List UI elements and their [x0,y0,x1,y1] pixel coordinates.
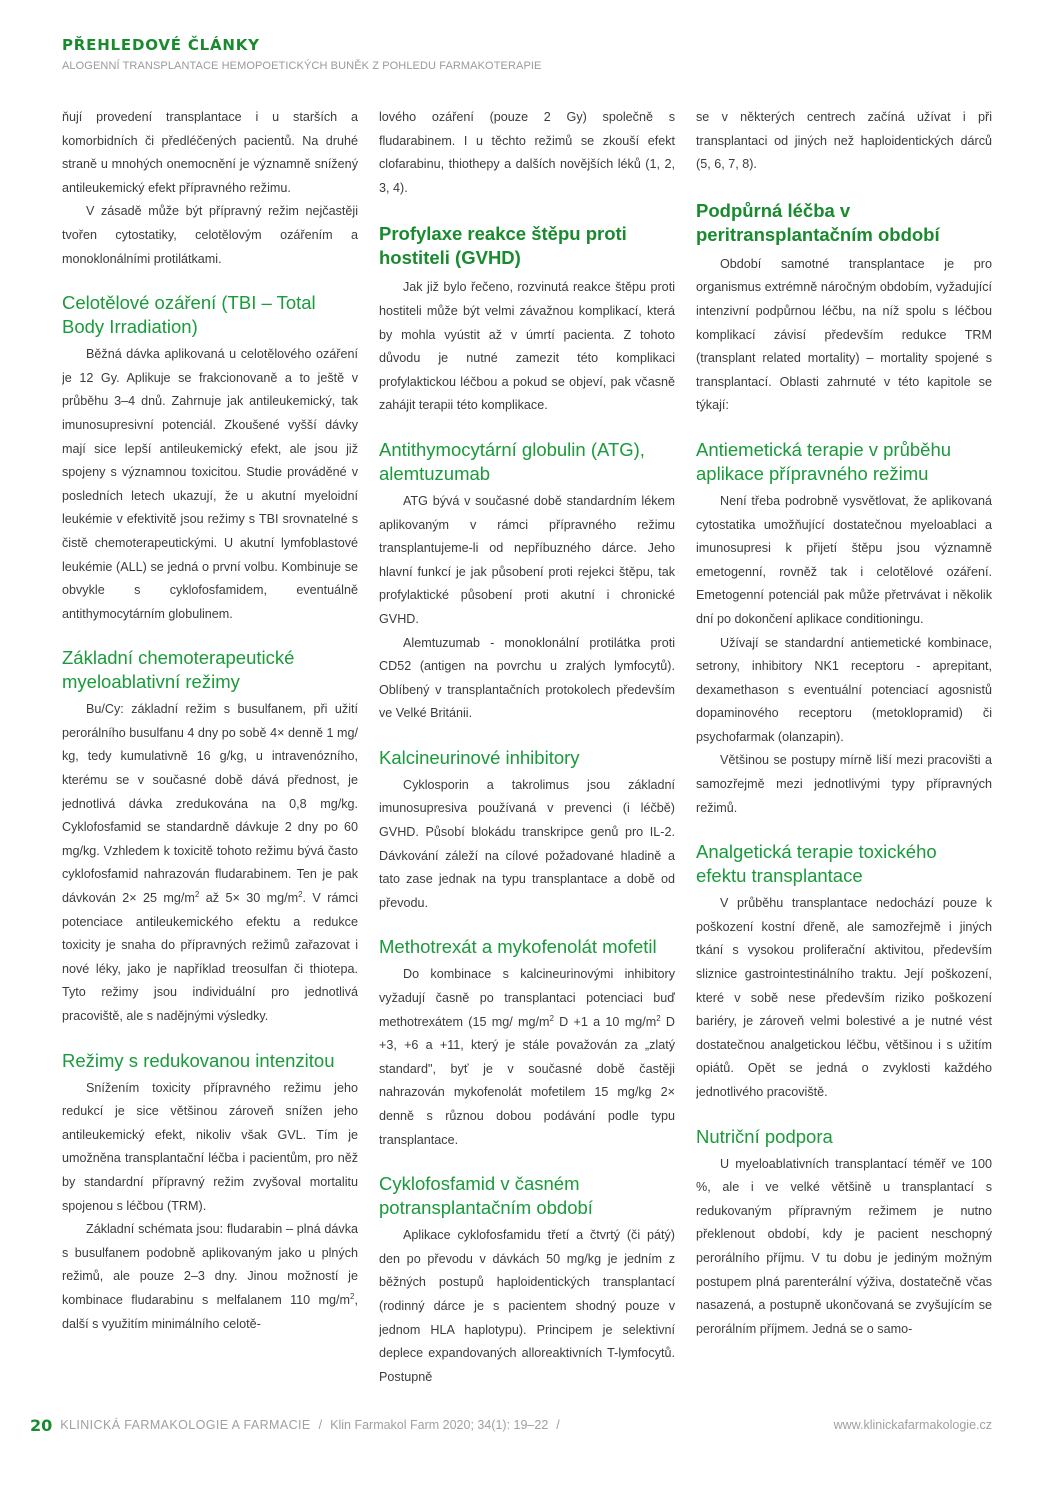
paragraph: Není třeba podrobně vysvětlovat, že apli… [696,493,992,626]
heading-supportive-care: Podpůrná léčba v peritransplantačním obd… [696,199,940,245]
section-label: PŘEHLEDOVÉ ČLÁNKY [62,36,260,54]
text-run: až 5× 30 mg/m [199,891,299,906]
text-run: Bu/Cy: základní režim s busulfanem, při … [62,702,358,906]
website-link[interactable]: www.klinickafarmakologie.cz [833,1418,992,1432]
paragraph: Alemtuzumab - monoklonální protilátka pr… [379,635,675,721]
running-title: ALOGENNÍ TRANSPLANTACE HEMOPOETICKÝCH BU… [62,60,542,72]
column-3: se v některých centrech začíná užívat i … [696,106,992,1394]
paragraph: ňují provedení transplantace i u staršíc… [62,110,358,195]
text-run: D +3, +6 a +11, který je stále považován… [379,1014,675,1147]
page-header: PŘEHLEDOVÉ ČLÁNKY ALOGENNÍ TRANSPLANTACE… [62,36,992,72]
footer-left: 20 KLINICKÁ FARMAKOLOGIE A FARMACIE / Kl… [30,1416,568,1435]
subheading-atg: Antithymocytární globulin (ATG), alemtuz… [379,438,645,484]
column-1: ňují provedení transplantace i u staršíc… [62,106,358,1394]
column-2: lového ozáření (pouze 2 Gy) společně s f… [379,106,675,1394]
journal-name: KLINICKÁ FARMAKOLOGIE A FARMACIE [60,1418,311,1432]
paragraph: lového ozáření (pouze 2 Gy) společně s f… [379,110,675,195]
text-run: Do kombinace s kalcineurinovými inhibito… [379,967,675,1029]
subheading-antiemetic: Antiemetická terapie v průběhu aplikace … [696,438,952,484]
journal-citation: Klin Farmakol Farm 2020; 34(1): 19–22 [330,1418,549,1432]
paragraph: Snížením toxicity přípravného režimu jeh… [62,1080,358,1213]
paragraph: U myeloablativních transplantací téměř v… [696,1156,992,1336]
superscript: 2 [298,889,303,899]
superscript: 2 [656,1013,661,1023]
text-run: , další s využitím minimálního celotě- [62,1292,358,1331]
paragraph: Běžná dávka aplikovaná u celotělového oz… [62,347,358,621]
superscript: 2 [194,889,200,899]
paragraph: Většinou se postupy mírně liší mezi prac… [696,753,992,815]
footer-separator: / [318,1418,323,1432]
paragraph: Období samotné transplantace je pro orga… [696,256,992,413]
subheading-cyclophosphamide: Cyklofosfamid v časném potransplantačním… [379,1173,593,1219]
page-footer: 20 KLINICKÁ FARMAKOLOGIE A FARMACIE / Kl… [30,1412,992,1438]
paragraph: Užívají se standardní antiemetické kombi… [696,635,992,744]
article-body: ňují provedení transplantace i u staršíc… [62,106,992,1394]
paragraph: ATG bývá v současné době standardním lék… [379,493,675,626]
paragraph: se v některých centrech začíná užívat i … [696,110,992,172]
paragraph: Bu/Cy: základní režim s busulfanem, při … [62,698,358,1028]
text-run: D +1 a 10 mg/m [553,1014,657,1029]
paragraph: V zásadě může být přípravný režim nejčas… [62,204,358,266]
paragraph: Do kombinace s kalcineurinovými inhibito… [379,963,675,1152]
paragraph: Cyklosporin a takrolimus jsou základní i… [379,777,675,910]
subheading-analgesic: Analgetická terapie toxického efektu tra… [696,841,937,887]
paragraph: Aplikace cyklofosfamidu třetí a čtvrtý (… [379,1228,675,1384]
text-run: Základní schémata jsou: fludarabin – pln… [62,1222,358,1307]
heading-gvhd: Profylaxe reakce štěpu proti hostiteli (… [379,223,627,269]
subheading-cni: Kalcineurinové inhibitory [379,746,580,768]
superscript: 2 [549,1013,554,1023]
subheading-mtx: Methotrexát a mykofenolát mofetil [379,936,657,958]
paragraph: Základní schémata jsou: fludarabin – pln… [62,1218,358,1336]
superscript: 2 [350,1291,355,1301]
subheading-nutrition: Nutriční podpora [696,1125,833,1147]
subheading-tbi: Celotělové ozáření (TBI – Total Body Irr… [62,292,316,338]
footer-separator: / [556,1418,560,1432]
paragraph: V průběhu transplantace nedochází pouze … [696,896,992,1099]
subheading-ric: Režimy s redukovanou intenzitou [62,1049,335,1071]
paragraph: Jak již bylo řečeno, rozvinutá reakce št… [379,280,675,413]
page-number: 20 [30,1415,53,1435]
text-run: . V rámci potenciace antileukemického ef… [62,891,358,1023]
subheading-chemo: Základní chemoterapeutické myeloablativn… [62,647,295,693]
